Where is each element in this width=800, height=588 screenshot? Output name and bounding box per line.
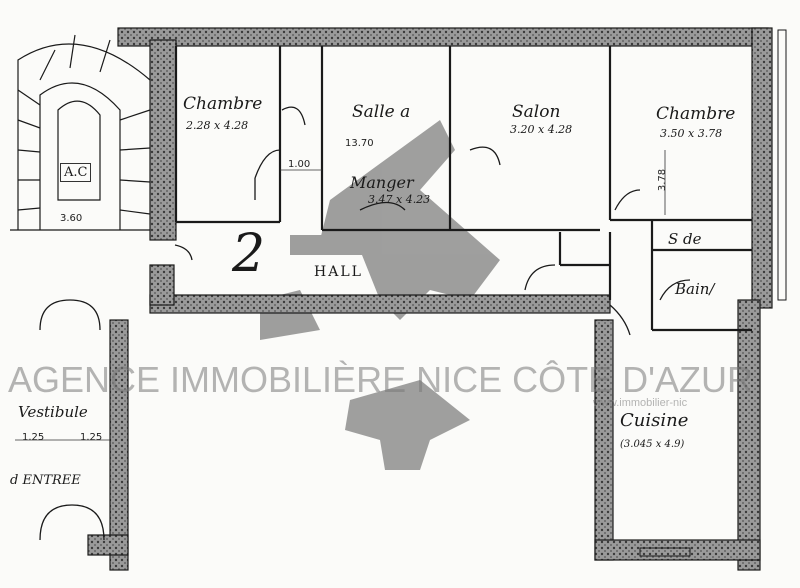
door-swings (39, 106, 691, 541)
room-label-entree: d ENTREE (10, 473, 81, 488)
room-label-vestibule: Vestibule (18, 403, 88, 421)
hall-number: 2 (232, 224, 266, 284)
room-label-hall: HALL (314, 264, 363, 280)
dimension-facade-length: 13.70 (345, 138, 374, 149)
room-size-salon: 3.20 x 4.28 (510, 123, 573, 136)
room-label-salon: Salon (512, 102, 561, 122)
room-size-cuisine: (3.045 x 4.9) (620, 439, 685, 450)
walls (87, 27, 773, 571)
room-label-wc: A.C (60, 163, 92, 182)
room-size-chambre-left: 2.28 x 4.28 (186, 119, 249, 132)
room-size-chambre-right: 3.50 x 3.78 (660, 127, 723, 140)
dimension-chambre-height: 3.78 (657, 168, 669, 192)
room-label-bain: Bain/ (675, 280, 715, 298)
dimension-vestibule-left: 1.25 (22, 432, 45, 443)
dimension-stair-width: 3.60 (60, 213, 83, 224)
room-label-salle-a: Salle a (352, 102, 411, 122)
room-size-salle-a-manger: 3.47 x 4.23 (368, 193, 431, 206)
dimension-corridor-width: 1.00 (288, 159, 311, 170)
room-label-cuisine: Cuisine (620, 410, 689, 431)
room-label-manger: Manger (350, 173, 414, 192)
windows (639, 29, 787, 557)
room-label-s-de: S de (668, 230, 702, 248)
partitions (174, 46, 752, 332)
dimension-vestibule-right: 1.25 (80, 432, 103, 443)
watermark-agency: AGENCE IMMOBILIÈRE NICE CÔTE D'AZUR (8, 359, 753, 400)
spiral-staircase (10, 34, 151, 231)
watermark-site: www.immobilier-nic (593, 397, 688, 409)
dimension-lines (15, 150, 666, 441)
room-label-chambre-right: Chambre (656, 104, 736, 124)
room-label-chambre-left: Chambre (183, 94, 263, 114)
